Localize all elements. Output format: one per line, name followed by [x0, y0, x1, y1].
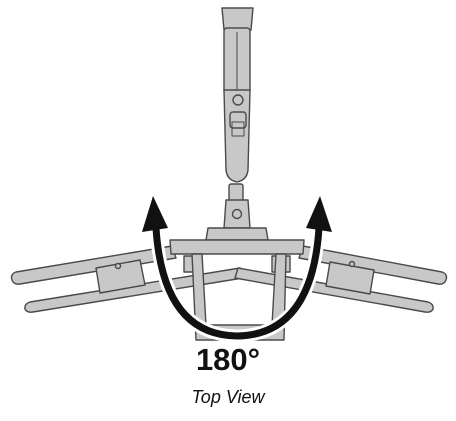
wall-arm: [221, 7, 254, 203]
left-rail: [10, 245, 244, 313]
rotation-arrow: [142, 196, 332, 343]
pivot-bolt: [231, 208, 243, 220]
left-arrowhead: [142, 196, 168, 232]
pivot-hinge: [205, 199, 269, 241]
right-rail-screw: [348, 260, 356, 268]
right-arrowhead: [306, 196, 332, 232]
view-caption: Top View: [191, 387, 265, 407]
left-rail-screw: [114, 262, 122, 270]
right-rail: [234, 245, 448, 313]
rotation-angle-label: 180°: [195, 342, 261, 377]
